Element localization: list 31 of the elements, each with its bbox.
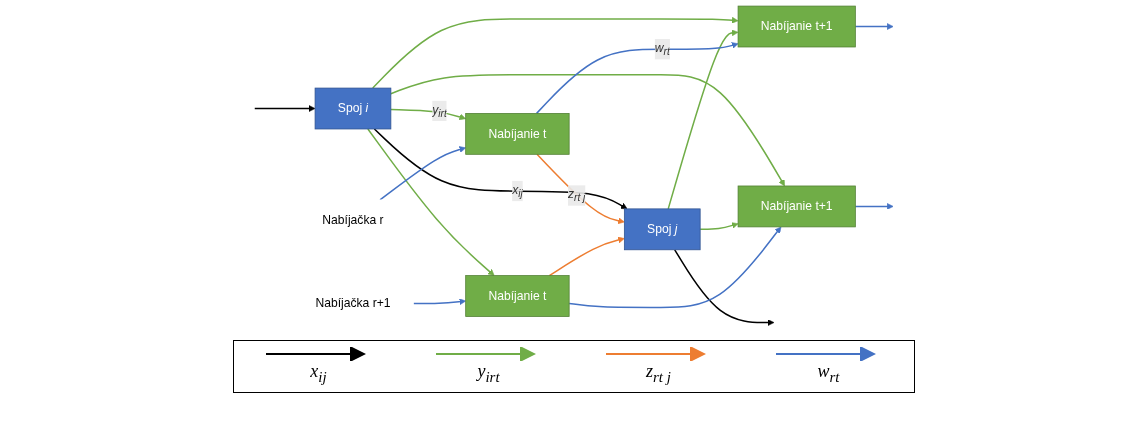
arrow bbox=[567, 226, 781, 309]
arrow bbox=[548, 236, 625, 277]
legend-label: y$_{irt}$ bbox=[477, 361, 500, 386]
arrow bbox=[535, 42, 738, 115]
arrow bbox=[373, 128, 627, 210]
node-box: Nabíjanie t bbox=[464, 113, 570, 155]
node-box: Spoj i bbox=[314, 87, 391, 130]
arrow bbox=[673, 249, 774, 326]
legend-label: w$_{rt}$ bbox=[817, 361, 840, 386]
node-text: Nabíjačka r bbox=[321, 213, 384, 227]
arrow bbox=[666, 29, 738, 210]
arrow bbox=[412, 298, 466, 305]
node-box: Nabíjanie t+1 bbox=[737, 5, 856, 48]
arrow bbox=[371, 16, 738, 89]
arrow bbox=[698, 222, 738, 231]
legend-label: z$_{rt j}$ bbox=[646, 361, 671, 386]
arrow bbox=[378, 146, 466, 201]
arrow bbox=[854, 23, 894, 30]
node-box: Nabíjanie t bbox=[464, 275, 570, 317]
edge-label: y$_{irt}$ bbox=[431, 102, 447, 119]
arrow bbox=[535, 153, 625, 225]
node-box: Nabíjanie t+1 bbox=[737, 185, 856, 228]
edge-label: z$_{rt j}$ bbox=[567, 187, 585, 204]
legend-label: x$_{ij}$ bbox=[310, 361, 327, 386]
edge-label: x$_{ij}$ bbox=[511, 183, 523, 200]
arrow bbox=[854, 203, 894, 210]
node-text: Nabíjačka r+1 bbox=[314, 296, 391, 310]
arrow bbox=[366, 128, 494, 276]
edge-label: w$_{rt}$ bbox=[654, 41, 670, 58]
node-box: Spoj j bbox=[623, 208, 701, 251]
arrow bbox=[253, 105, 315, 112]
